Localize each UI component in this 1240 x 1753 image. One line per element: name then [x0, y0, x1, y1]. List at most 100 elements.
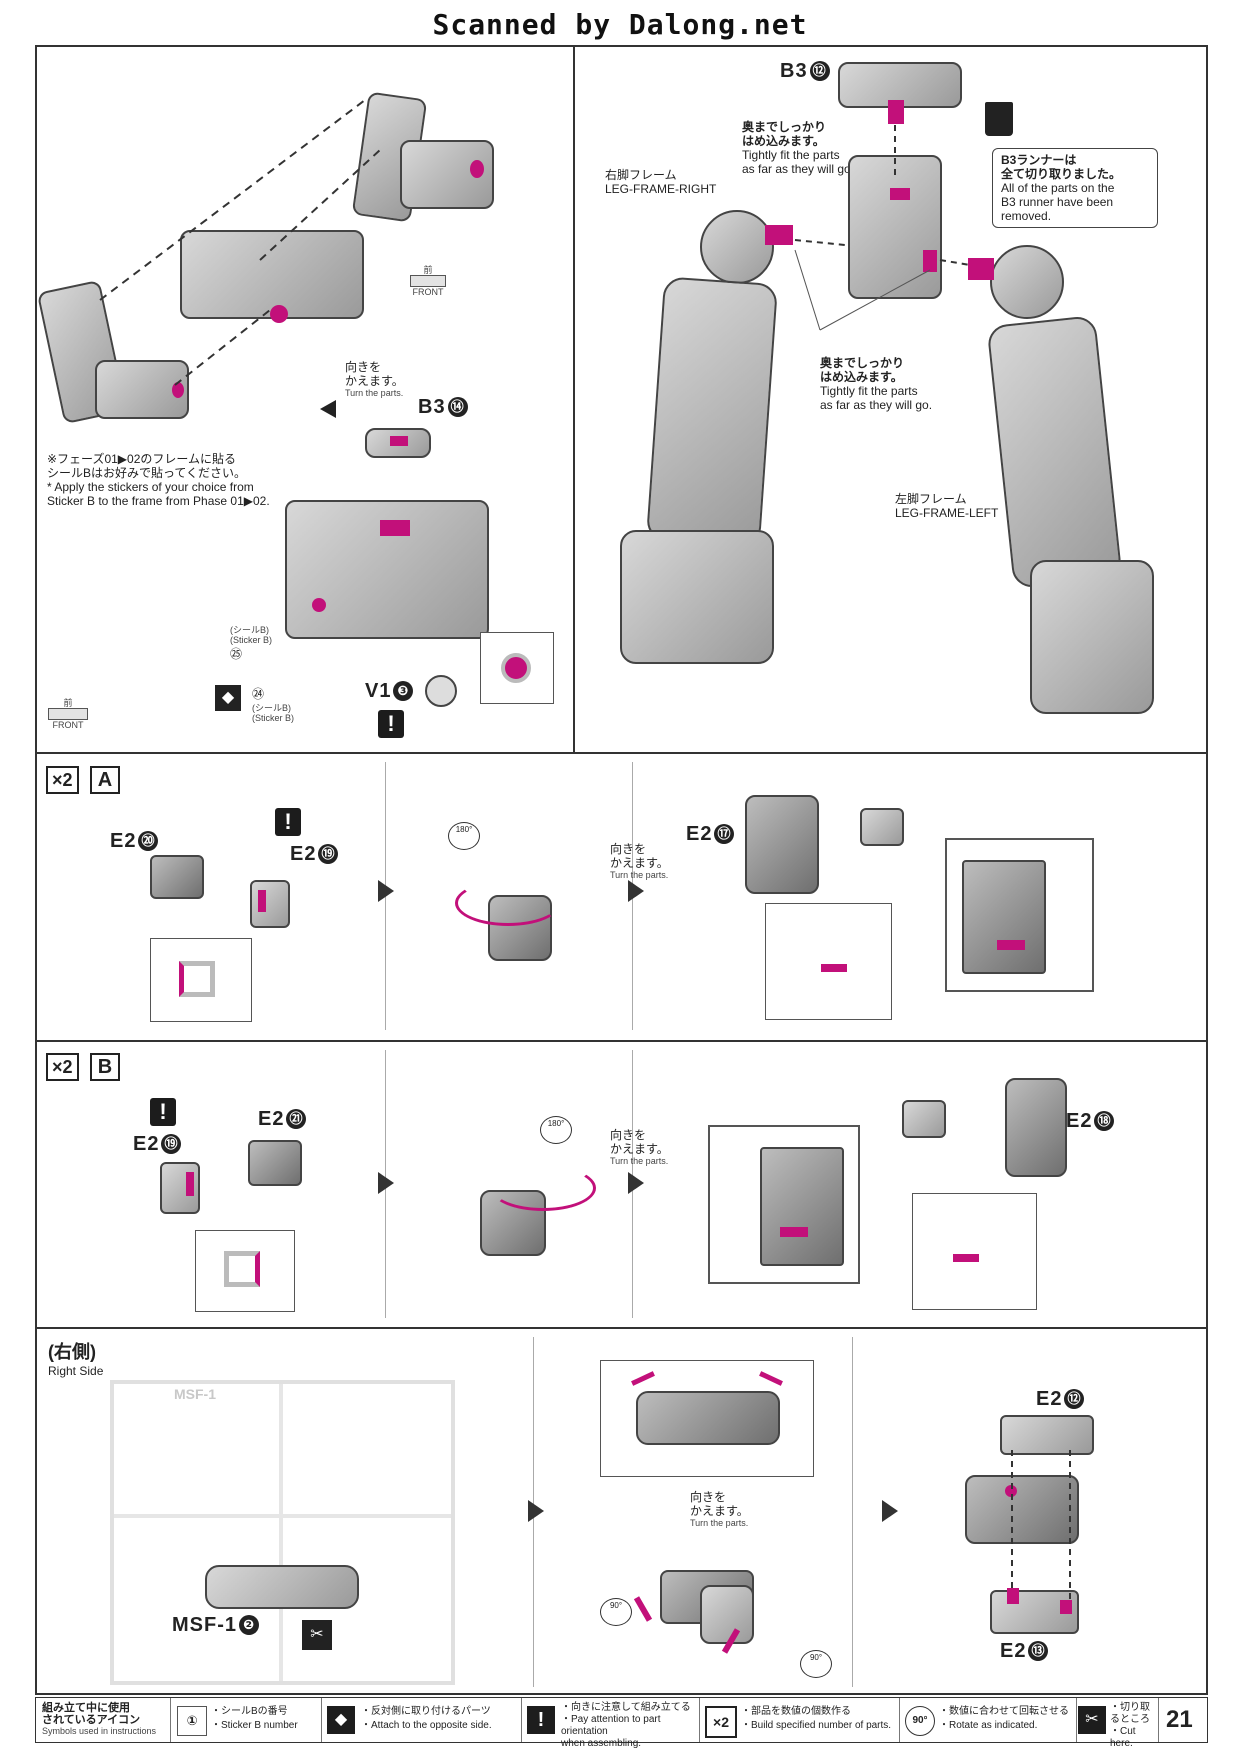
detail-inset — [195, 1230, 295, 1312]
legend-jp: ・部品を数値の個数作る — [741, 1706, 851, 1717]
part-code: E2 — [1036, 1388, 1063, 1410]
assembly-guide-lines — [1011, 1450, 1071, 1600]
part-number: ⑫ — [809, 61, 830, 81]
turn-jp: 向きを かえます。 — [610, 1128, 669, 1156]
part-code: E2 — [290, 843, 317, 865]
scan-watermark: Scanned by Dalong.net — [432, 8, 808, 41]
legend-item-sticker: ① ・シールBの番号 ・Sticker B number — [171, 1698, 322, 1742]
part-code: V1 — [365, 680, 392, 702]
rotate-icon: 90° — [905, 1706, 935, 1736]
sticker-frame-detail — [224, 1251, 260, 1287]
part-code: E2 — [133, 1133, 160, 1155]
legend-item-multiplier: ×2 ・部品を数値の個数作る ・Build specified number o… — [699, 1698, 900, 1742]
turn-arrow-icon — [320, 400, 336, 418]
detail-inset — [912, 1193, 1037, 1310]
divider-row-1 — [37, 752, 1206, 754]
side-label: (右側) Right Side — [48, 1338, 103, 1378]
part-number: ❷ — [239, 1615, 259, 1635]
turn-note: 向きを かえます。 Turn the parts. — [610, 1128, 669, 1166]
rotate-90-icon: 90° — [800, 1650, 832, 1678]
part-number: ❸ — [393, 681, 414, 701]
peg-highlight — [821, 964, 847, 972]
legend-jp: ・シールBの番号 — [211, 1706, 288, 1717]
legend-item-cut: ✂ ・切り取るところ ・Cut here. — [1076, 1698, 1159, 1749]
part-e2-17 — [745, 795, 819, 894]
connector-peg — [470, 160, 484, 178]
step-letter: A — [90, 766, 120, 794]
turn-en: Turn the parts. — [345, 388, 404, 398]
fit-en: Tightly fit the parts as far as they wil… — [742, 148, 855, 176]
peg-highlight — [1007, 1588, 1019, 1604]
runner-en: All of the parts on the B3 runner have b… — [1001, 181, 1115, 223]
peg-highlight — [888, 100, 904, 124]
leg-left-hip-joint — [990, 245, 1064, 319]
peg-highlight — [765, 225, 793, 245]
waist-frame — [848, 155, 942, 299]
part-v1-3 — [425, 675, 457, 707]
leg-right-en: LEG-FRAME-RIGHT — [605, 182, 717, 196]
page-number: 21 — [1166, 1706, 1193, 1733]
part-number: ⑱ — [1094, 1111, 1115, 1131]
divider-row-3 — [37, 1327, 1206, 1329]
detail-inset — [945, 838, 1094, 992]
turn-en: Turn the parts. — [610, 1156, 669, 1166]
part-number: ⑭ — [447, 397, 468, 417]
legend-en: ・Attach to the opposite side. — [361, 1720, 492, 1731]
front-jp: 前 — [423, 265, 433, 275]
part-code: E2 — [1000, 1640, 1027, 1662]
detail-inset — [480, 632, 554, 704]
sticker-frame-detail — [179, 961, 215, 997]
part-e2-19 — [160, 1162, 200, 1214]
legend-item-opposite: ◆ ・反対側に取り付けるパーツ ・Attach to the opposite … — [321, 1698, 522, 1742]
part-code: E2 — [1066, 1110, 1093, 1132]
runner-gate — [279, 1384, 283, 1681]
orientation-warning-icon: ! — [275, 808, 301, 836]
bend-arrow-icon — [759, 1371, 783, 1386]
sticker-b-jp: (シールB) — [230, 625, 269, 635]
rotate-180-icon: 180° — [448, 822, 480, 850]
leg-right-jp: 右脚フレーム — [605, 168, 677, 182]
detail-inset — [600, 1360, 814, 1477]
runner-removed-note: B3ランナーは 全て切り取りました。 All of the parts on t… — [992, 148, 1158, 228]
runner-jp: B3ランナーは 全て切り取りました。 — [1001, 153, 1122, 181]
legend-title: 組み立て中に使用 されているアイコン Symbols used in instr… — [36, 1698, 171, 1742]
part-code: E2 — [686, 823, 713, 845]
leg-left-jp: 左脚フレーム — [895, 492, 967, 506]
sticker-b-en: (Sticker B) — [252, 713, 295, 723]
leg-left-label: 左脚フレーム LEG-FRAME-LEFT — [895, 492, 998, 520]
peg-highlight — [1005, 1485, 1017, 1497]
legend-jp: ・切り取るところ — [1110, 1702, 1150, 1725]
legend-jp: ・反対側に取り付けるパーツ — [361, 1706, 491, 1717]
cut-here-icon: ✂ — [302, 1620, 332, 1650]
orientation-warning-icon: ! — [150, 1098, 176, 1126]
fit-note-top: 奥までしっかり はめ込みます。 Tightly fit the parts as… — [742, 120, 902, 176]
fit-jp: 奥までしっかり はめ込みます。 — [742, 120, 827, 148]
legend-item-orientation: ! ・向きに注意して組み立てる ・Pay attention to part o… — [521, 1698, 700, 1749]
part-code: E2 — [258, 1108, 285, 1130]
front-indicator: 前 FRONT — [48, 698, 88, 730]
multiplier-badge: ×2 — [46, 766, 79, 794]
part-e2-12 — [1000, 1415, 1094, 1455]
front-en: FRONT — [52, 720, 84, 730]
legend-title-en: Symbols used in instructions — [42, 1726, 157, 1736]
sticker-note: ※フェーズ01▶02のフレームに貼る シールBはお好みで貼ってください。 * A… — [47, 452, 337, 508]
sticker-note-jp: ※フェーズ01▶02のフレームに貼る シールBはお好みで貼ってください。 — [47, 452, 247, 480]
next-step-arrow-icon — [378, 1172, 394, 1194]
leg-left-foot — [1030, 560, 1154, 714]
next-step-arrow-icon — [528, 1500, 544, 1522]
leg-hip-assembled — [965, 1475, 1079, 1544]
detail-part — [636, 1391, 780, 1445]
detail-part — [962, 860, 1046, 974]
sticker-number: ㉕ — [230, 647, 243, 661]
part-e2-18 — [1005, 1078, 1067, 1177]
turn-en: Turn the parts. — [690, 1518, 749, 1528]
